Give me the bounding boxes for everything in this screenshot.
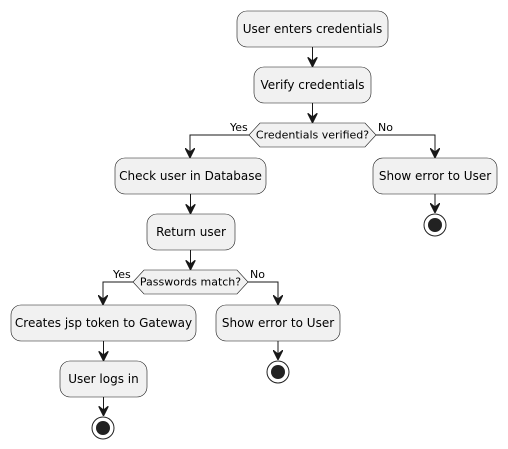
node-check-user-in-database-label: Check user in Database bbox=[119, 169, 262, 183]
edge-d2-no bbox=[248, 281, 278, 304]
node-show-error-2: Show error to User bbox=[215, 304, 341, 342]
branch-label-d1-no: No bbox=[378, 121, 393, 134]
decision-passwords-match-label: Passwords match? bbox=[140, 276, 241, 289]
node-return-user: Return user bbox=[146, 213, 236, 251]
branch-label-d2-no: No bbox=[250, 268, 265, 281]
node-verify-credentials: Verify credentials bbox=[253, 66, 372, 104]
node-user-enters-credentials-label: User enters credentials bbox=[243, 22, 382, 36]
end-node-2 bbox=[266, 360, 290, 384]
node-show-error-1-label: Show error to User bbox=[379, 169, 491, 183]
node-return-user-label: Return user bbox=[156, 225, 226, 239]
edge-d1-yes bbox=[190, 134, 249, 157]
edge-d2-yes bbox=[103, 281, 133, 304]
decision-credentials-verified-label: Credentials verified? bbox=[256, 129, 369, 142]
node-show-error-2-label: Show error to User bbox=[222, 316, 334, 330]
end-node-1 bbox=[423, 213, 447, 237]
edge-d1-no bbox=[376, 134, 435, 157]
end-node-3 bbox=[91, 416, 115, 440]
decision-passwords-match: Passwords match? bbox=[132, 269, 249, 295]
branch-label-d2-yes: Yes bbox=[112, 268, 131, 281]
branch-label-d1-yes: Yes bbox=[229, 121, 248, 134]
node-user-logs-in-label: User logs in bbox=[68, 372, 138, 386]
decision-credentials-verified: Credentials verified? bbox=[248, 122, 377, 148]
node-verify-credentials-label: Verify credentials bbox=[260, 78, 364, 92]
node-create-token: Creates jsp token to Gateway bbox=[10, 304, 197, 342]
node-user-enters-credentials: User enters credentials bbox=[236, 10, 389, 48]
node-check-user-in-database: Check user in Database bbox=[114, 157, 267, 195]
node-create-token-label: Creates jsp token to Gateway bbox=[15, 316, 192, 330]
node-show-error-1: Show error to User bbox=[372, 157, 498, 195]
node-user-logs-in: User logs in bbox=[59, 360, 148, 398]
